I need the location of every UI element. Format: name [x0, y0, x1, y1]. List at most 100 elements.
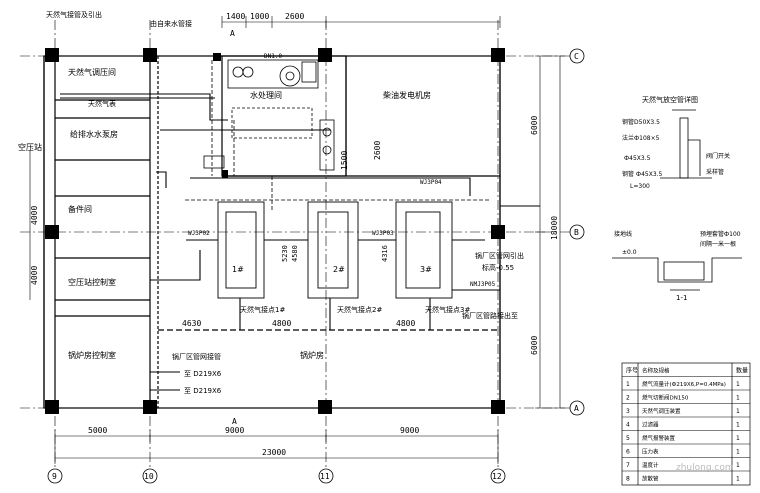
left-dim-1: 4000: [30, 206, 39, 225]
label-boiler2-gas: 天然气接点2#: [337, 305, 382, 314]
legend-cell: 7: [626, 462, 630, 469]
label-plant-water: 锅厂区管网接管: [172, 352, 221, 361]
overall-dim: 23000: [262, 448, 286, 457]
axis-9: 9: [52, 472, 57, 481]
legend-cell: 燃气流量计(Ф219X6,P=0.4MPa): [642, 380, 726, 388]
detail-row-1: 钢管D50X3.5: [622, 118, 660, 126]
legend-header-cell: 数量: [736, 367, 748, 375]
section-title: 预埋套管Ф100: [700, 230, 741, 238]
label-pipe-a: 至 D219X6: [184, 370, 222, 378]
height-dim-2: 4580: [291, 245, 299, 262]
label-service: 锅厂区管路接出至: [462, 311, 518, 320]
tag-1: WJ3P02: [188, 230, 210, 237]
detail-row-5: L=300: [630, 183, 650, 190]
label-pipe-b: 至 D219X6: [184, 387, 222, 395]
water-treatment-equipment: [203, 59, 335, 171]
bottom-dim-3: 9000: [400, 426, 419, 435]
height-dim-1: 5230: [281, 245, 289, 262]
interior-dim-2600: 2600: [373, 141, 382, 160]
legend-cell: 燃气切断阀DN150: [642, 394, 689, 402]
legend-header-cell: 序号: [626, 367, 638, 375]
right-dim-1: 6000: [530, 116, 539, 135]
section-detail: [612, 257, 742, 291]
boiler-2-label: 2#: [333, 265, 345, 274]
label-boiler3-gas: 天然气接点3#: [425, 305, 470, 314]
room-boiler-control: 锅炉房控制室: [68, 350, 116, 360]
legend-cell: 燃气报警装置: [642, 434, 676, 442]
label-gas-inlet-1: 天然气接管及引出: [46, 10, 102, 19]
dashed-gas-piping: [185, 60, 490, 210]
legend-cell: 1: [736, 408, 740, 415]
detail-row-3: Ф45X3.5: [624, 155, 651, 162]
legend-cell: 3: [626, 408, 630, 415]
section-id: 1-1: [676, 294, 687, 302]
room-pump: 给排水水泵房: [70, 129, 118, 139]
detail-note-1: 阀门开关: [706, 152, 730, 160]
top-dim-3: 2600: [285, 12, 304, 21]
tag-2: WJ3P03: [372, 230, 394, 237]
legend-cell: 8: [626, 476, 630, 483]
detail-title: 天然气放空管详图: [642, 95, 698, 104]
legend-cell: 天然气调压装置: [642, 407, 681, 415]
tag-5: DN1.0: [264, 53, 282, 60]
legend-cell: 1: [736, 435, 740, 442]
top-dim-1: 1400: [226, 12, 245, 21]
section-note-left: 接地线: [614, 230, 632, 238]
legend-cell: 2: [626, 395, 630, 402]
legend-cell: 1: [736, 422, 740, 429]
watermark: zhulong.com: [676, 463, 734, 473]
boiler-3-label: 3#: [420, 265, 432, 274]
room-gas-regulator: 天然气调压间: [68, 67, 116, 77]
tag-4: NMJ3P05: [470, 281, 496, 288]
boiler-units: [217, 201, 453, 299]
legend-cell: 1: [736, 476, 740, 483]
top-dim-2: 1000: [250, 12, 269, 21]
axis-bubbles: [47, 48, 585, 484]
section-mark-top: A: [230, 29, 235, 38]
right-dim-2: 18000: [550, 216, 559, 240]
room-water-treatment: 水处理间: [250, 90, 282, 100]
room-spare: 备件间: [68, 204, 92, 214]
bottom-dim-1: 5000: [88, 426, 107, 435]
label-tail: 锅厂区管网引出: [475, 251, 524, 260]
height-dim-3: 4316: [381, 245, 389, 262]
section-ground: ±0.0: [622, 249, 637, 256]
run-dim-2: 4800: [272, 319, 291, 328]
legend-cell: 1: [736, 395, 740, 402]
legend-header-cell: 名称及规格: [642, 367, 670, 375]
room-air-station: 空压站: [18, 142, 42, 152]
vent-pipe-detail: [660, 109, 712, 179]
legend-cell: 1: [736, 449, 740, 456]
legend-cell: 5: [626, 435, 630, 442]
legend-rows: 序号名称及规格 数量 1 燃气流量计(Ф219X6,P=0.4MPa) 1 2 燃气切断阀D…: [622, 367, 750, 483]
boiler-1-label: 1#: [232, 265, 244, 274]
label-boiler1-gas: 天然气接点1#: [240, 305, 285, 314]
legend-cell: 1: [736, 462, 740, 469]
axis-C: C: [574, 52, 579, 61]
left-dim-2: 4000: [30, 266, 39, 285]
axis-B: B: [574, 228, 579, 237]
gas-piping: [60, 93, 540, 391]
axis-11: 11: [320, 472, 330, 481]
legend-cell: 放散管: [642, 475, 659, 483]
tag-3: WJ3P04: [420, 179, 442, 186]
top-dimension-chain: [221, 16, 501, 28]
legend-cell: 1: [626, 381, 630, 388]
detail-row-4: 钢管 Ф45X3.5: [622, 170, 663, 178]
legend-cell: 温度计: [642, 461, 659, 469]
run-dim-1: 4630: [182, 319, 201, 328]
room-diesel: 柴油发电机房: [383, 90, 431, 100]
legend-cell: 4: [626, 422, 630, 429]
right-dim-3: 6000: [530, 336, 539, 355]
bottom-dimension-chain: [54, 430, 499, 464]
run-dim-3: 4800: [396, 319, 415, 328]
axis-12: 12: [492, 472, 502, 481]
structural-columns: [45, 48, 505, 414]
section-note: 间隔一米一根: [700, 240, 736, 248]
label-elev: 标高-0.55: [482, 263, 514, 272]
legend-cell: 过滤器: [642, 421, 659, 429]
legend-cell: 6: [626, 449, 630, 456]
detail-note-2: 采样管: [706, 168, 724, 176]
right-dimension-chain: [535, 55, 565, 409]
